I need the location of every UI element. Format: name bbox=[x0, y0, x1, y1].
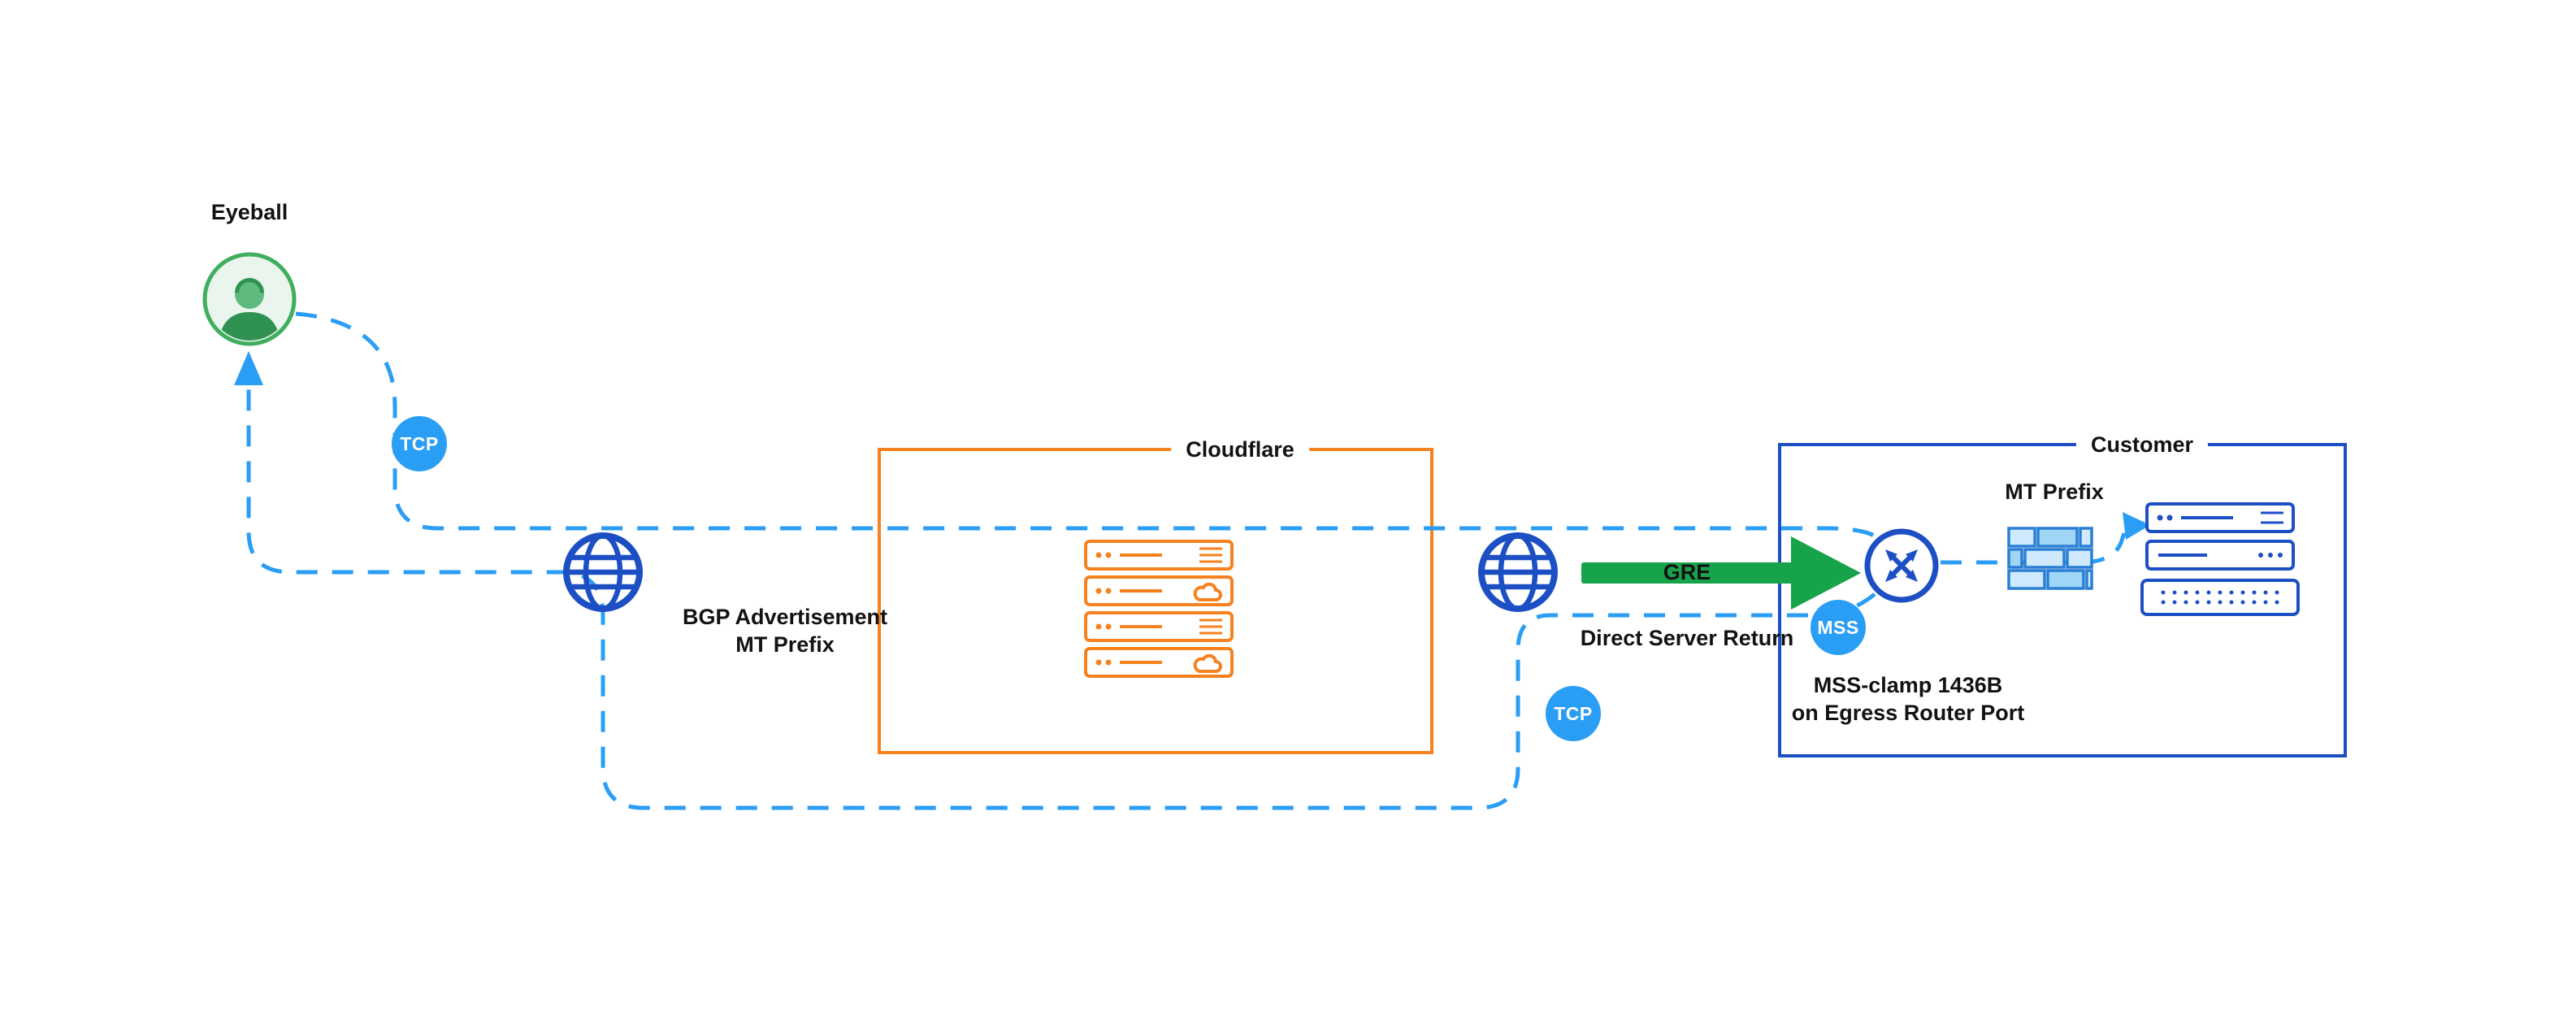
globe-icon-left bbox=[558, 527, 648, 621]
arrow-up-icon bbox=[234, 351, 263, 385]
arrow-right-icon bbox=[2123, 512, 2150, 540]
mss-badge: MSS bbox=[1811, 600, 1866, 655]
mss-clamp-note: MSS-clamp 1436B on Egress Router Port bbox=[1778, 671, 2038, 727]
eyeball-label: Eyeball bbox=[210, 200, 288, 224]
router-icon bbox=[1861, 525, 1942, 610]
globe-icon-right bbox=[1473, 527, 1563, 621]
customer-server-stack-icon bbox=[2139, 502, 2301, 628]
firewall-icon bbox=[2006, 525, 2095, 599]
cloudflare-box: Cloudflare bbox=[878, 436, 1433, 754]
gre-label: GRE bbox=[1663, 560, 1711, 584]
mss-clamp-line2: on Egress Router Port bbox=[1791, 701, 2025, 725]
gre-arrow-icon bbox=[1581, 536, 1861, 610]
cloudflare-box-title: Cloudflare bbox=[1171, 436, 1309, 463]
bgp-advertisement-label: BGP Advertisement MT Prefix bbox=[663, 603, 907, 658]
mss-clamp-line1: MSS-clamp 1436B bbox=[1813, 673, 2003, 697]
customer-box-title: Customer bbox=[2075, 431, 2209, 458]
return-traffic-path bbox=[246, 385, 1876, 810]
person-icon bbox=[201, 250, 298, 352]
bgp-advertisement-line1: BGP Advertisement bbox=[682, 605, 888, 629]
cloudflare-server-stack-icon bbox=[1078, 540, 1240, 687]
direct-server-return-label: Direct Server Return bbox=[1580, 626, 1794, 650]
forward-traffic-path bbox=[295, 311, 1882, 541]
tcp-badge-right: TCP bbox=[1546, 686, 1601, 741]
mt-prefix-label: MT Prefix bbox=[2005, 480, 2104, 504]
customer-inner-path bbox=[1941, 532, 2127, 565]
tcp-badge-left: TCP bbox=[392, 416, 447, 471]
bgp-advertisement-line2: MT Prefix bbox=[735, 632, 835, 657]
customer-box: Customer bbox=[1778, 431, 2347, 757]
